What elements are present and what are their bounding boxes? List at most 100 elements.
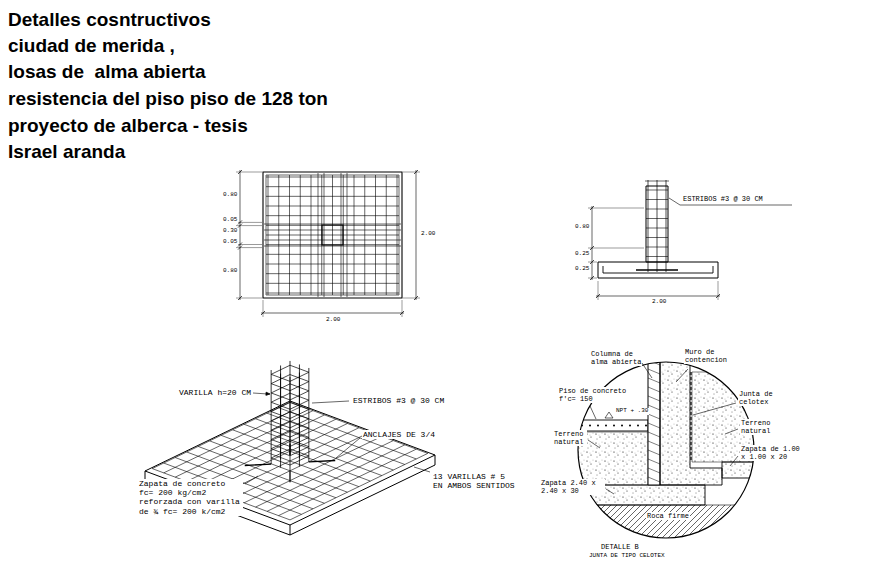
rebar-line [364, 175, 365, 295]
column-lacing [648, 450, 660, 455]
dimension-tick [590, 246, 594, 250]
stirrup-ring [271, 402, 309, 418]
footing-inner-outline [266, 175, 399, 295]
column-lacing [648, 369, 660, 374]
anchor-bar [245, 464, 271, 465]
dimension-label: 0.05 [222, 239, 238, 246]
detail-title: DETALLE B [600, 543, 640, 551]
footing-outline [263, 172, 402, 298]
stirrup-line [646, 209, 668, 210]
leader-line [676, 369, 688, 382]
leader-line [588, 440, 600, 448]
footing-outline [598, 262, 718, 278]
callout-text: 13 VARILLAS # 5 EN AMBOS SENTIDOS [432, 472, 518, 490]
detail-subtitle: JUNTA DE TIPO CELOTEX [588, 553, 666, 560]
stirrup-line [646, 247, 668, 248]
dimension-tick [400, 311, 404, 315]
rebar-line [318, 173, 319, 297]
dimension-tick [238, 296, 242, 300]
rebar-line [324, 173, 325, 297]
dimension-label: 0.80 [222, 268, 238, 275]
slab-rebar-dot [629, 425, 631, 427]
dimension-label: 0.80 [574, 224, 590, 231]
column-lacing [648, 477, 660, 482]
rebar-line [347, 173, 348, 297]
extension-line [263, 300, 264, 317]
stirrup-ring [271, 384, 309, 400]
callout-text: Junta de celotex [738, 390, 776, 406]
footing-rebar [603, 266, 713, 273]
rebar-line [397, 175, 398, 295]
leader-line [590, 406, 596, 419]
rebar-line [256, 441, 394, 508]
slab-rebar-dot [621, 425, 623, 427]
callout-text: ESTRIBOS #3 @ 30 CM [352, 396, 445, 405]
stirrup-line [646, 256, 668, 257]
column-lacing [648, 432, 660, 437]
rebar-line [266, 273, 399, 274]
leader-line [312, 401, 349, 403]
heading-line: losas de alma abierta [8, 61, 206, 84]
callout-text: ESTRIBOS #3 @ 30 CM [682, 195, 764, 203]
callout-text: Columna de alma abierta [590, 350, 642, 366]
slab-rebar-dot [589, 425, 591, 427]
rebar-line [266, 293, 399, 294]
stirrup-line [646, 228, 668, 229]
footing-edge [290, 525, 291, 535]
callout-text: Terreno natural [553, 430, 587, 446]
rebar-line [244, 436, 382, 503]
extension-line [588, 208, 644, 209]
callout-text: Piso de concreto f'c= 150 [558, 387, 629, 403]
callout-text: ANCLAJES DE 3/4 [362, 430, 436, 439]
stirrup-line [646, 199, 668, 200]
callout-text: Zapata 2.40 x 2.40 x 30 [540, 479, 605, 495]
leader-line [730, 456, 738, 466]
dimension-label: 2.00 [420, 231, 436, 238]
column-top-tick [645, 181, 669, 182]
rebar-line [233, 432, 371, 499]
dimension-label: 0.25 [574, 251, 590, 258]
level-marker [605, 412, 613, 418]
column-rebar [648, 180, 649, 272]
dimension-label: 0.80 [222, 192, 238, 199]
leader-line [606, 489, 614, 494]
column-lacing [648, 405, 660, 410]
callout-text: Roca firme [646, 512, 690, 520]
anchor-bar [636, 269, 678, 271]
rebar-line [354, 175, 355, 295]
rebar-line [266, 283, 399, 284]
stirrup-ring [271, 440, 309, 456]
heading-line: Israel aranda [8, 141, 125, 164]
leader-line [414, 467, 430, 472]
column-rebar [666, 180, 667, 272]
slab-rebar-dot [573, 425, 575, 427]
dimension-tick [238, 246, 242, 250]
dimension-line [261, 313, 404, 314]
slab-rebar-dot [637, 425, 639, 427]
rebar-line [266, 254, 399, 255]
bedrock-hatch [570, 505, 765, 545]
extension-line [402, 300, 403, 317]
extension-line [598, 281, 599, 300]
rebar-line [266, 235, 399, 236]
dimension-tick [238, 224, 242, 228]
column-lacing [648, 459, 660, 464]
dimension-label: 0.30 [222, 228, 238, 235]
stirrup-ring [271, 375, 309, 391]
dimension-tick [590, 260, 594, 264]
column-lacing [648, 468, 660, 473]
dimension-line [596, 296, 720, 297]
dimension-label: 0.25 [574, 266, 590, 273]
extension-line [403, 298, 420, 299]
column-rebar [657, 180, 658, 272]
dimension-tick [238, 170, 242, 174]
column-lacing [648, 441, 660, 446]
slab-rebar-dot [605, 425, 607, 427]
dimension-tick [590, 206, 594, 210]
dimension-tick [716, 294, 720, 298]
leader-line [336, 438, 360, 458]
extension-line [588, 248, 644, 249]
leader-line [725, 429, 738, 434]
rebar-line [264, 230, 401, 231]
stirrup-ring [271, 412, 309, 428]
